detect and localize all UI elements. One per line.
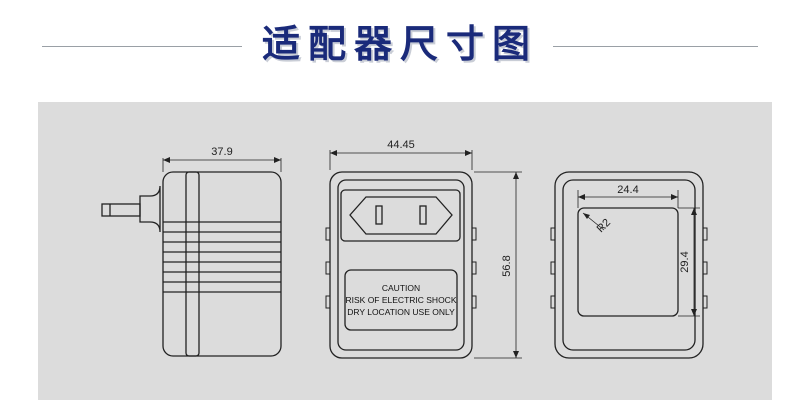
caution-heading: CAUTION [382, 283, 420, 293]
caution-line-shock: RISK OF ELECTRIC SHOCK [346, 295, 457, 305]
back-width-label: 24.4 [617, 184, 638, 196]
page-title: 适配器尺寸图 [261, 22, 538, 66]
plug-base [139, 185, 161, 233]
side-ribs [163, 221, 281, 293]
side-width-label: 37.9 [211, 146, 232, 158]
plug-prong [101, 203, 141, 217]
caution-label-box [344, 269, 458, 331]
back-recess [577, 207, 679, 317]
side-view [101, 157, 282, 357]
back-view [550, 171, 708, 359]
side-body [162, 171, 282, 357]
title-divider-right [553, 46, 758, 47]
title-divider-left [42, 46, 242, 47]
side-strap [185, 171, 200, 357]
socket-recess [340, 189, 461, 242]
socket-slot-left [375, 205, 383, 225]
title-row: 适配器尺寸图 [0, 0, 800, 90]
front-width-label: 44.45 [387, 139, 415, 151]
caution-line-dry: DRY LOCATION USE ONLY [347, 307, 455, 317]
back-radius-label: R2 [595, 217, 613, 235]
front-view [325, 150, 522, 359]
back-inner-border [562, 179, 696, 351]
socket-slot-right [419, 205, 427, 225]
back-height-label: 29.4 [679, 251, 691, 272]
socket-face [349, 196, 453, 235]
front-inner-border [337, 179, 465, 351]
front-height-label: 56.8 [501, 255, 513, 276]
